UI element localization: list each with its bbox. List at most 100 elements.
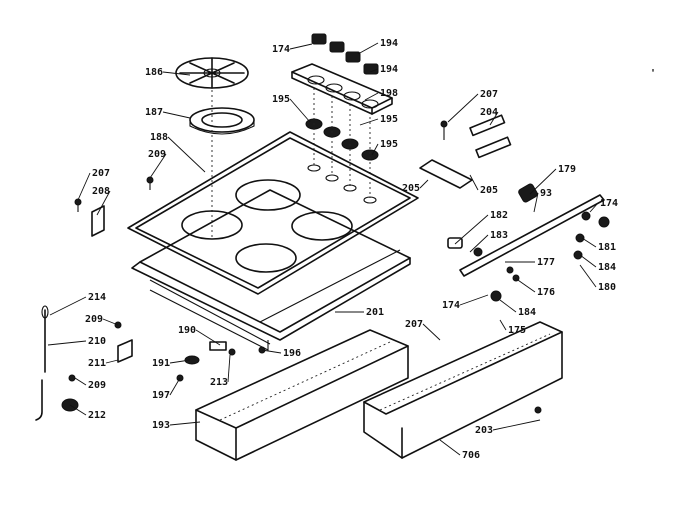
- callout-label-c186: 186: [145, 67, 163, 78]
- leader-line-c204: [489, 111, 499, 126]
- callout-label-c184a: 184: [598, 262, 616, 273]
- knob-caps-195: [305, 88, 379, 198]
- callout-label-c204: 204: [480, 107, 498, 118]
- callout-label-c207a: 207: [480, 89, 498, 100]
- callout-label-c706: 706: [462, 450, 480, 461]
- callout-label-c187: 187: [145, 107, 163, 118]
- callout-label-c181: 181: [598, 242, 616, 253]
- leader-line-c214: [49, 296, 87, 316]
- leader-line-c210: [47, 340, 87, 346]
- callout-label-c191: 191: [152, 358, 170, 369]
- leader-line-c195b: [359, 118, 379, 126]
- leader-line-c174b: [589, 202, 599, 213]
- leader-line-c184b: [499, 299, 517, 313]
- callout-label-c193: 193: [152, 420, 170, 431]
- callout-label-c195c: 195: [380, 139, 398, 150]
- leader-line-c207a: [447, 93, 479, 123]
- leader-line-c194b: [369, 68, 379, 73]
- leader-line-c209b: [102, 318, 119, 326]
- leader-line-c195c: [371, 143, 379, 156]
- leader-line-c211: [105, 359, 119, 364]
- leader-line-c174c: [459, 294, 489, 306]
- leader-line-c207c: [422, 323, 441, 341]
- callout-label-c203: 203: [475, 425, 493, 436]
- leader-line-c180: [579, 264, 597, 288]
- callout-layer: 186 174 194 194 198 187 195 207 204 195 188 209 195 2…: [47, 38, 618, 461]
- callout-label-c174a: 174: [272, 44, 290, 55]
- leader-line-c209a: [149, 153, 167, 179]
- leader-line-c187: [162, 111, 191, 119]
- leader-line-c196: [261, 349, 282, 354]
- leader-line-c182: [454, 214, 489, 245]
- callout-label-c183: 183: [490, 230, 508, 241]
- callout-label-c175: 175: [508, 325, 526, 336]
- callout-label-c197: 197: [152, 390, 170, 401]
- burner-box-201: [131, 189, 411, 351]
- leader-line-c198: [364, 92, 379, 101]
- leader-line-c193: [169, 421, 201, 426]
- front-panel-193: [195, 329, 409, 461]
- part-213: [228, 348, 236, 356]
- leader-line-c213: [227, 354, 231, 383]
- part-190: [209, 341, 227, 351]
- callout-label-c194b: 194: [380, 64, 398, 75]
- stray-mark: ': [650, 68, 656, 79]
- callout-label-c214: 214: [88, 292, 106, 303]
- leader-line-c191: [169, 359, 191, 364]
- callout-label-c176: 176: [537, 287, 555, 298]
- leader-line-c207b: [77, 172, 91, 201]
- bracket-208: [74, 198, 105, 237]
- callout-label-c188: 188: [150, 132, 168, 143]
- callout-label-c184b: 184: [518, 307, 536, 318]
- leader-line-c194a: [357, 42, 379, 55]
- callout-label-c182: 182: [490, 210, 508, 221]
- callout-label-c195a: 195: [272, 94, 290, 105]
- callout-label-c177: 177: [537, 257, 555, 268]
- callout-label-c213: 213: [210, 377, 228, 388]
- callout-label-c198: 198: [380, 88, 398, 99]
- callout-label-c207c: 207: [405, 319, 423, 330]
- burner-ring-187: [189, 107, 255, 135]
- rail-706: [363, 321, 563, 459]
- leader-line-c184a: [579, 254, 597, 268]
- callout-label-c209c: 209: [88, 380, 106, 391]
- leader-line-c183: [469, 234, 489, 253]
- burner-grate-186: [175, 57, 249, 89]
- leader-line-c93: [533, 192, 539, 213]
- part-191: [184, 355, 200, 365]
- callout-label-c194a: 194: [380, 38, 398, 49]
- leader-line-c195a: [289, 98, 311, 123]
- leader-line-c209c: [74, 377, 87, 386]
- valve-assembly-204: [419, 114, 512, 189]
- leader-line-c205a: [419, 179, 429, 189]
- leader-line-c190: [195, 329, 221, 346]
- callout-label-c209a: 209: [148, 149, 166, 160]
- leader-line-c174a: [289, 43, 313, 50]
- cooktop-188: [127, 131, 419, 295]
- callout-label-c210: 210: [88, 336, 106, 347]
- leader-line-c212: [69, 404, 87, 416]
- leader-line-c179: [529, 168, 557, 195]
- callout-label-c207b: 207: [92, 168, 110, 179]
- leader-line-c205b: [469, 174, 479, 191]
- callout-label-c180: 180: [598, 282, 616, 293]
- igniter-rod-210: [35, 305, 49, 421]
- callout-label-c209b: 209: [85, 314, 103, 325]
- leader-line-c176: [514, 277, 536, 293]
- callout-label-c195b: 195: [380, 114, 398, 125]
- manifold-177: [447, 183, 610, 302]
- leader-line-c203: [492, 419, 541, 431]
- callout-label-c93: 93: [540, 188, 552, 199]
- leader-line-c181: [581, 237, 597, 248]
- leader-line-c188: [167, 136, 206, 173]
- callout-label-c205a: 205: [402, 183, 420, 194]
- callout-label-c196: 196: [283, 348, 301, 359]
- leader-line-c208: [96, 190, 111, 216]
- leader-line-c186: [162, 71, 191, 76]
- leader-line-c175: [499, 319, 507, 331]
- callout-label-c174c: 174: [442, 300, 460, 311]
- clip-211: [117, 339, 133, 363]
- screw-209c: [68, 374, 76, 382]
